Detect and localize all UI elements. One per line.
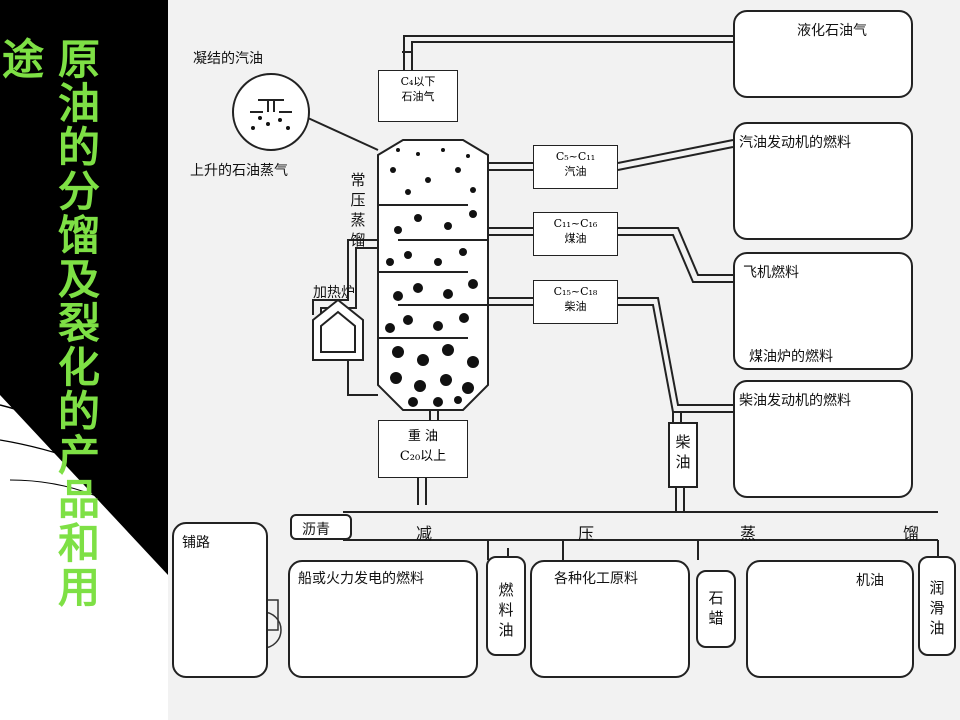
title-char: 用 bbox=[57, 563, 100, 612]
diesel-side-char: 油 bbox=[675, 453, 691, 471]
vacuum-char: 馏 bbox=[903, 524, 920, 543]
fraction-formula: C₁₅~C₁₈ bbox=[553, 285, 598, 298]
lubricant-char: 油 bbox=[929, 619, 945, 637]
title-char: 原 bbox=[57, 35, 100, 84]
heavy-oil-box: 重 油 C₂₀以上 bbox=[378, 420, 468, 478]
lubricant-char: 润 bbox=[929, 579, 945, 597]
fuel-oil-char: 油 bbox=[498, 621, 514, 639]
product-gasoline-engine: 汽油发动机的燃料 bbox=[733, 122, 913, 240]
title-char: 品 bbox=[57, 475, 100, 524]
product-machine-oil: 机油 bbox=[746, 560, 914, 678]
product-kerosene-stove-label: 煤油炉的燃料 bbox=[749, 349, 833, 365]
title-char: 油 bbox=[57, 79, 100, 128]
fuel-oil-char: 料 bbox=[498, 601, 514, 619]
product-lpg: 液化石油气 bbox=[733, 10, 913, 98]
rising-vapor-label: 上升的石油蒸气 bbox=[190, 163, 288, 179]
product-diesel-label: 柴油发动机的燃料 bbox=[739, 393, 851, 409]
product-chemicals: 各种化工原料 bbox=[530, 560, 690, 678]
diesel-side-box: 柴 油 bbox=[668, 422, 698, 488]
title-char: 和 bbox=[57, 519, 100, 568]
diesel-side-text: 柴 油 bbox=[673, 432, 693, 472]
product-diesel-engine: 柴油发动机的燃料 bbox=[733, 380, 913, 498]
title-char: 产 bbox=[57, 431, 100, 480]
lubricant-box: 润 滑 油 bbox=[918, 556, 956, 656]
column-label: 常 压 蒸 馏 bbox=[348, 170, 368, 250]
title-column-1: 途 bbox=[0, 38, 46, 82]
product-ship-label: 船或火力发电的燃料 bbox=[298, 571, 424, 587]
heavy-oil-formula: C₂₀以上 bbox=[399, 449, 447, 464]
product-ship-power: 船或火力发电的燃料 bbox=[288, 560, 478, 678]
title-char: 化 bbox=[57, 343, 100, 392]
product-gasoline-label: 汽油发动机的燃料 bbox=[739, 135, 851, 151]
title-char: 馏 bbox=[57, 211, 100, 260]
lubricant-char: 滑 bbox=[929, 599, 945, 617]
title-char: 的 bbox=[57, 387, 100, 436]
top-fraction-name: 石油气 bbox=[401, 90, 435, 103]
title-char: 裂 bbox=[57, 299, 100, 348]
fraction-name: 汽油 bbox=[564, 165, 587, 178]
title-char: 及 bbox=[57, 255, 100, 304]
fraction-formula: C₅~C₁₁ bbox=[555, 150, 596, 163]
product-jet-label: 飞机燃料 bbox=[743, 265, 799, 281]
fraction-gasoline-box: C₅~C₁₁ 汽油 bbox=[533, 145, 618, 189]
fraction-diesel-box: C₁₅~C₁₈ 柴油 bbox=[533, 280, 618, 324]
vacuum-char: 压 bbox=[578, 524, 595, 543]
title-char: 分 bbox=[57, 167, 100, 216]
column-label-char: 馏 bbox=[350, 231, 366, 249]
top-fraction-formula: C₄以下 bbox=[400, 75, 436, 88]
decorative-wedge bbox=[0, 395, 168, 720]
distillation-diagram: 凝结的汽油 上升的石油蒸气 常 压 蒸 馏 加热炉 C₄以下 石油气 C₅~C₁… bbox=[168, 0, 960, 720]
column-label-char: 压 bbox=[350, 191, 366, 209]
fraction-formula: C₁₁~C₁₆ bbox=[553, 217, 598, 230]
fraction-name: 柴油 bbox=[564, 300, 587, 313]
top-fraction-box: C₄以下 石油气 bbox=[378, 70, 458, 122]
heavy-oil-name: 重 油 bbox=[407, 429, 439, 444]
vacuum-char: 蒸 bbox=[740, 524, 757, 543]
product-paving: 铺路 bbox=[172, 522, 268, 678]
title-char: 途 bbox=[1, 35, 44, 84]
product-lpg-label: 液化石油气 bbox=[797, 23, 867, 39]
asphalt-box: 沥青 bbox=[290, 514, 352, 540]
diesel-side-char: 柴 bbox=[675, 433, 691, 451]
product-jet-fuel: 飞机燃料 煤油炉的燃料 bbox=[733, 252, 913, 370]
paraffin-box: 石 蜡 bbox=[696, 570, 736, 648]
column-label-char: 常 bbox=[350, 171, 366, 189]
left-panel: 途 原 油 的 分 馏 及 裂 化 的 产 品 和 用 bbox=[0, 0, 168, 720]
paraffin-char: 石 bbox=[708, 589, 724, 607]
fuel-oil-box: 燃 料 油 bbox=[486, 556, 526, 656]
product-paving-label: 铺路 bbox=[182, 535, 210, 551]
product-chemicals-label: 各种化工原料 bbox=[554, 571, 638, 587]
paraffin-text: 石 蜡 bbox=[706, 588, 726, 628]
title-char: 的 bbox=[57, 123, 100, 172]
paraffin-char: 蜡 bbox=[708, 609, 724, 627]
fraction-name: 煤油 bbox=[564, 232, 587, 245]
furnace-label: 加热炉 bbox=[313, 285, 355, 301]
vacuum-char: 减 bbox=[416, 524, 433, 543]
fuel-oil-text: 燃 料 油 bbox=[496, 580, 516, 640]
title-column-2: 原 油 的 分 馏 及 裂 化 的 产 品 和 用 bbox=[56, 38, 102, 610]
condensed-gasoline-label: 凝结的汽油 bbox=[193, 51, 263, 67]
fraction-kerosene-box: C₁₁~C₁₆ 煤油 bbox=[533, 212, 618, 256]
fuel-oil-char: 燃 bbox=[498, 581, 514, 599]
asphalt-label: 沥青 bbox=[302, 522, 330, 538]
product-machine-oil-label: 机油 bbox=[856, 573, 884, 589]
lubricant-text: 润 滑 油 bbox=[927, 578, 947, 638]
column-label-char: 蒸 bbox=[350, 211, 366, 229]
